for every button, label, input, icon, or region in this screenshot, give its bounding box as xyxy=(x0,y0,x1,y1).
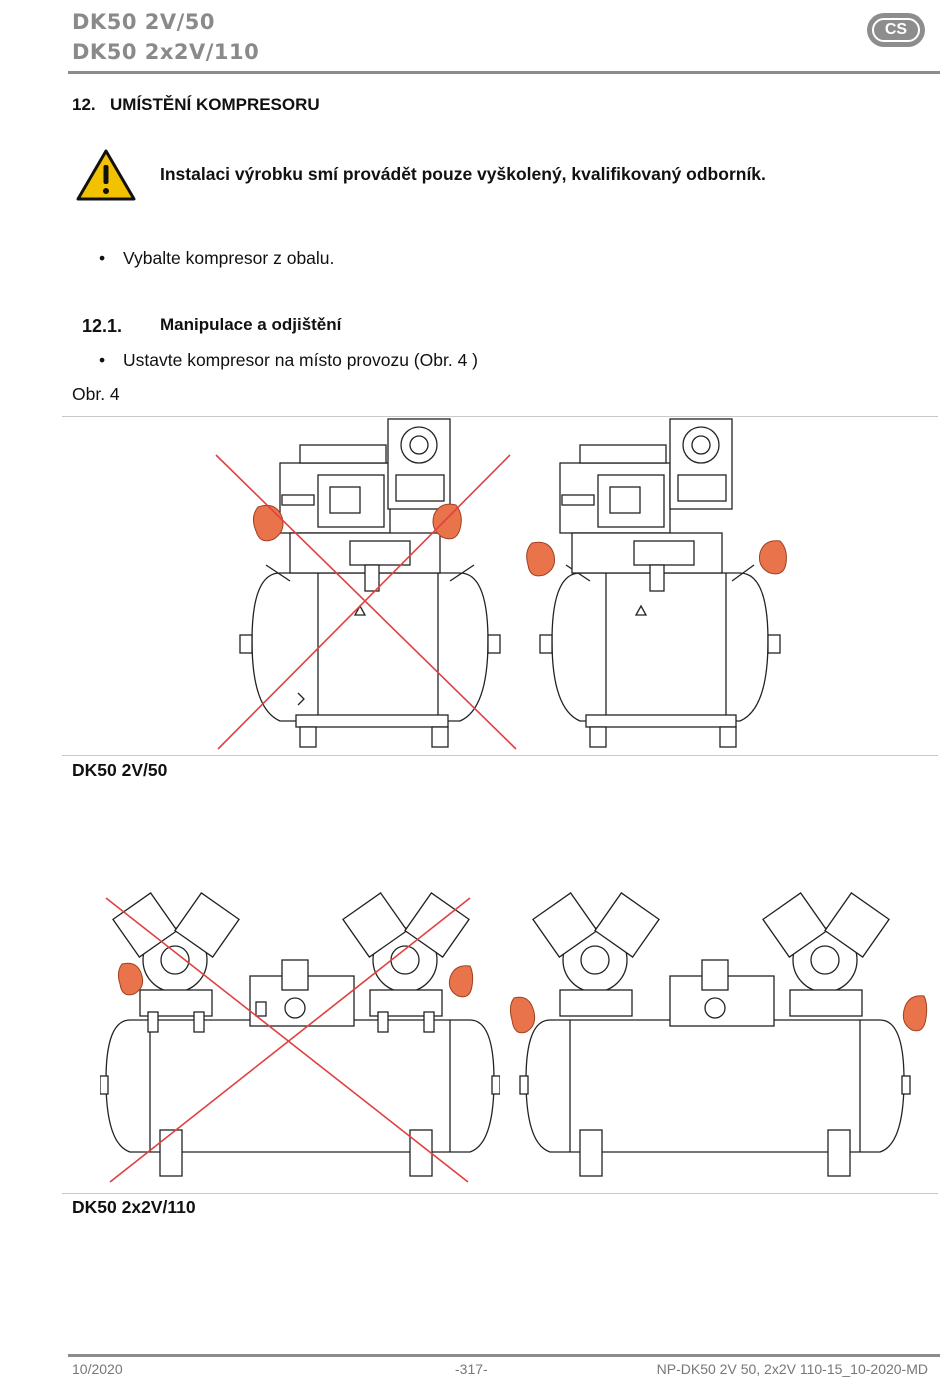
figure-top-rule xyxy=(62,416,938,417)
subsection-number: 12.1. xyxy=(82,316,123,336)
model-title-1: DK50 2V/50 xyxy=(72,10,215,34)
compressor-2x2v110-correct-figure xyxy=(510,892,928,1177)
warning-triangle-icon xyxy=(76,149,136,201)
figure-caption-2x2v110: DK50 2x2V/110 xyxy=(72,1197,196,1217)
figure-ref: Obr. 4 xyxy=(72,384,120,404)
section-number: 12. xyxy=(72,95,96,114)
footer-date: 10/2020 xyxy=(72,1361,123,1377)
subsection-title: Manipulace a odjištění xyxy=(160,315,342,334)
section-title: UMÍSTĚNÍ KOMPRESORU xyxy=(110,95,320,114)
figure-caption-2v50: DK50 2V/50 xyxy=(72,760,168,780)
footer-page-number: -317- xyxy=(455,1361,488,1377)
language-badge: CS xyxy=(867,13,925,47)
warning-text: Instalaci výrobku smí provádět pouze vyš… xyxy=(160,164,766,184)
footer-divider xyxy=(68,1354,940,1357)
compressor-2x2v110-wrong-figure xyxy=(100,892,500,1183)
bullet-unpack: Vybalte kompresor z obalu. xyxy=(99,248,334,269)
footer-document-id: NP-DK50 2V 50, 2x2V 110-15_10-2020-MD xyxy=(656,1361,928,1377)
figure-row1-rule xyxy=(62,755,938,756)
model-title-2: DK50 2x2V/110 xyxy=(72,40,260,64)
compressor-2v50-correct-figure xyxy=(526,418,787,748)
header-divider xyxy=(68,71,940,74)
figure-row2-rule xyxy=(62,1193,938,1194)
bullet-place: Ustavte kompresor na místo provozu (Obr.… xyxy=(99,350,478,371)
compressor-2v50-wrong-figure xyxy=(215,418,517,750)
